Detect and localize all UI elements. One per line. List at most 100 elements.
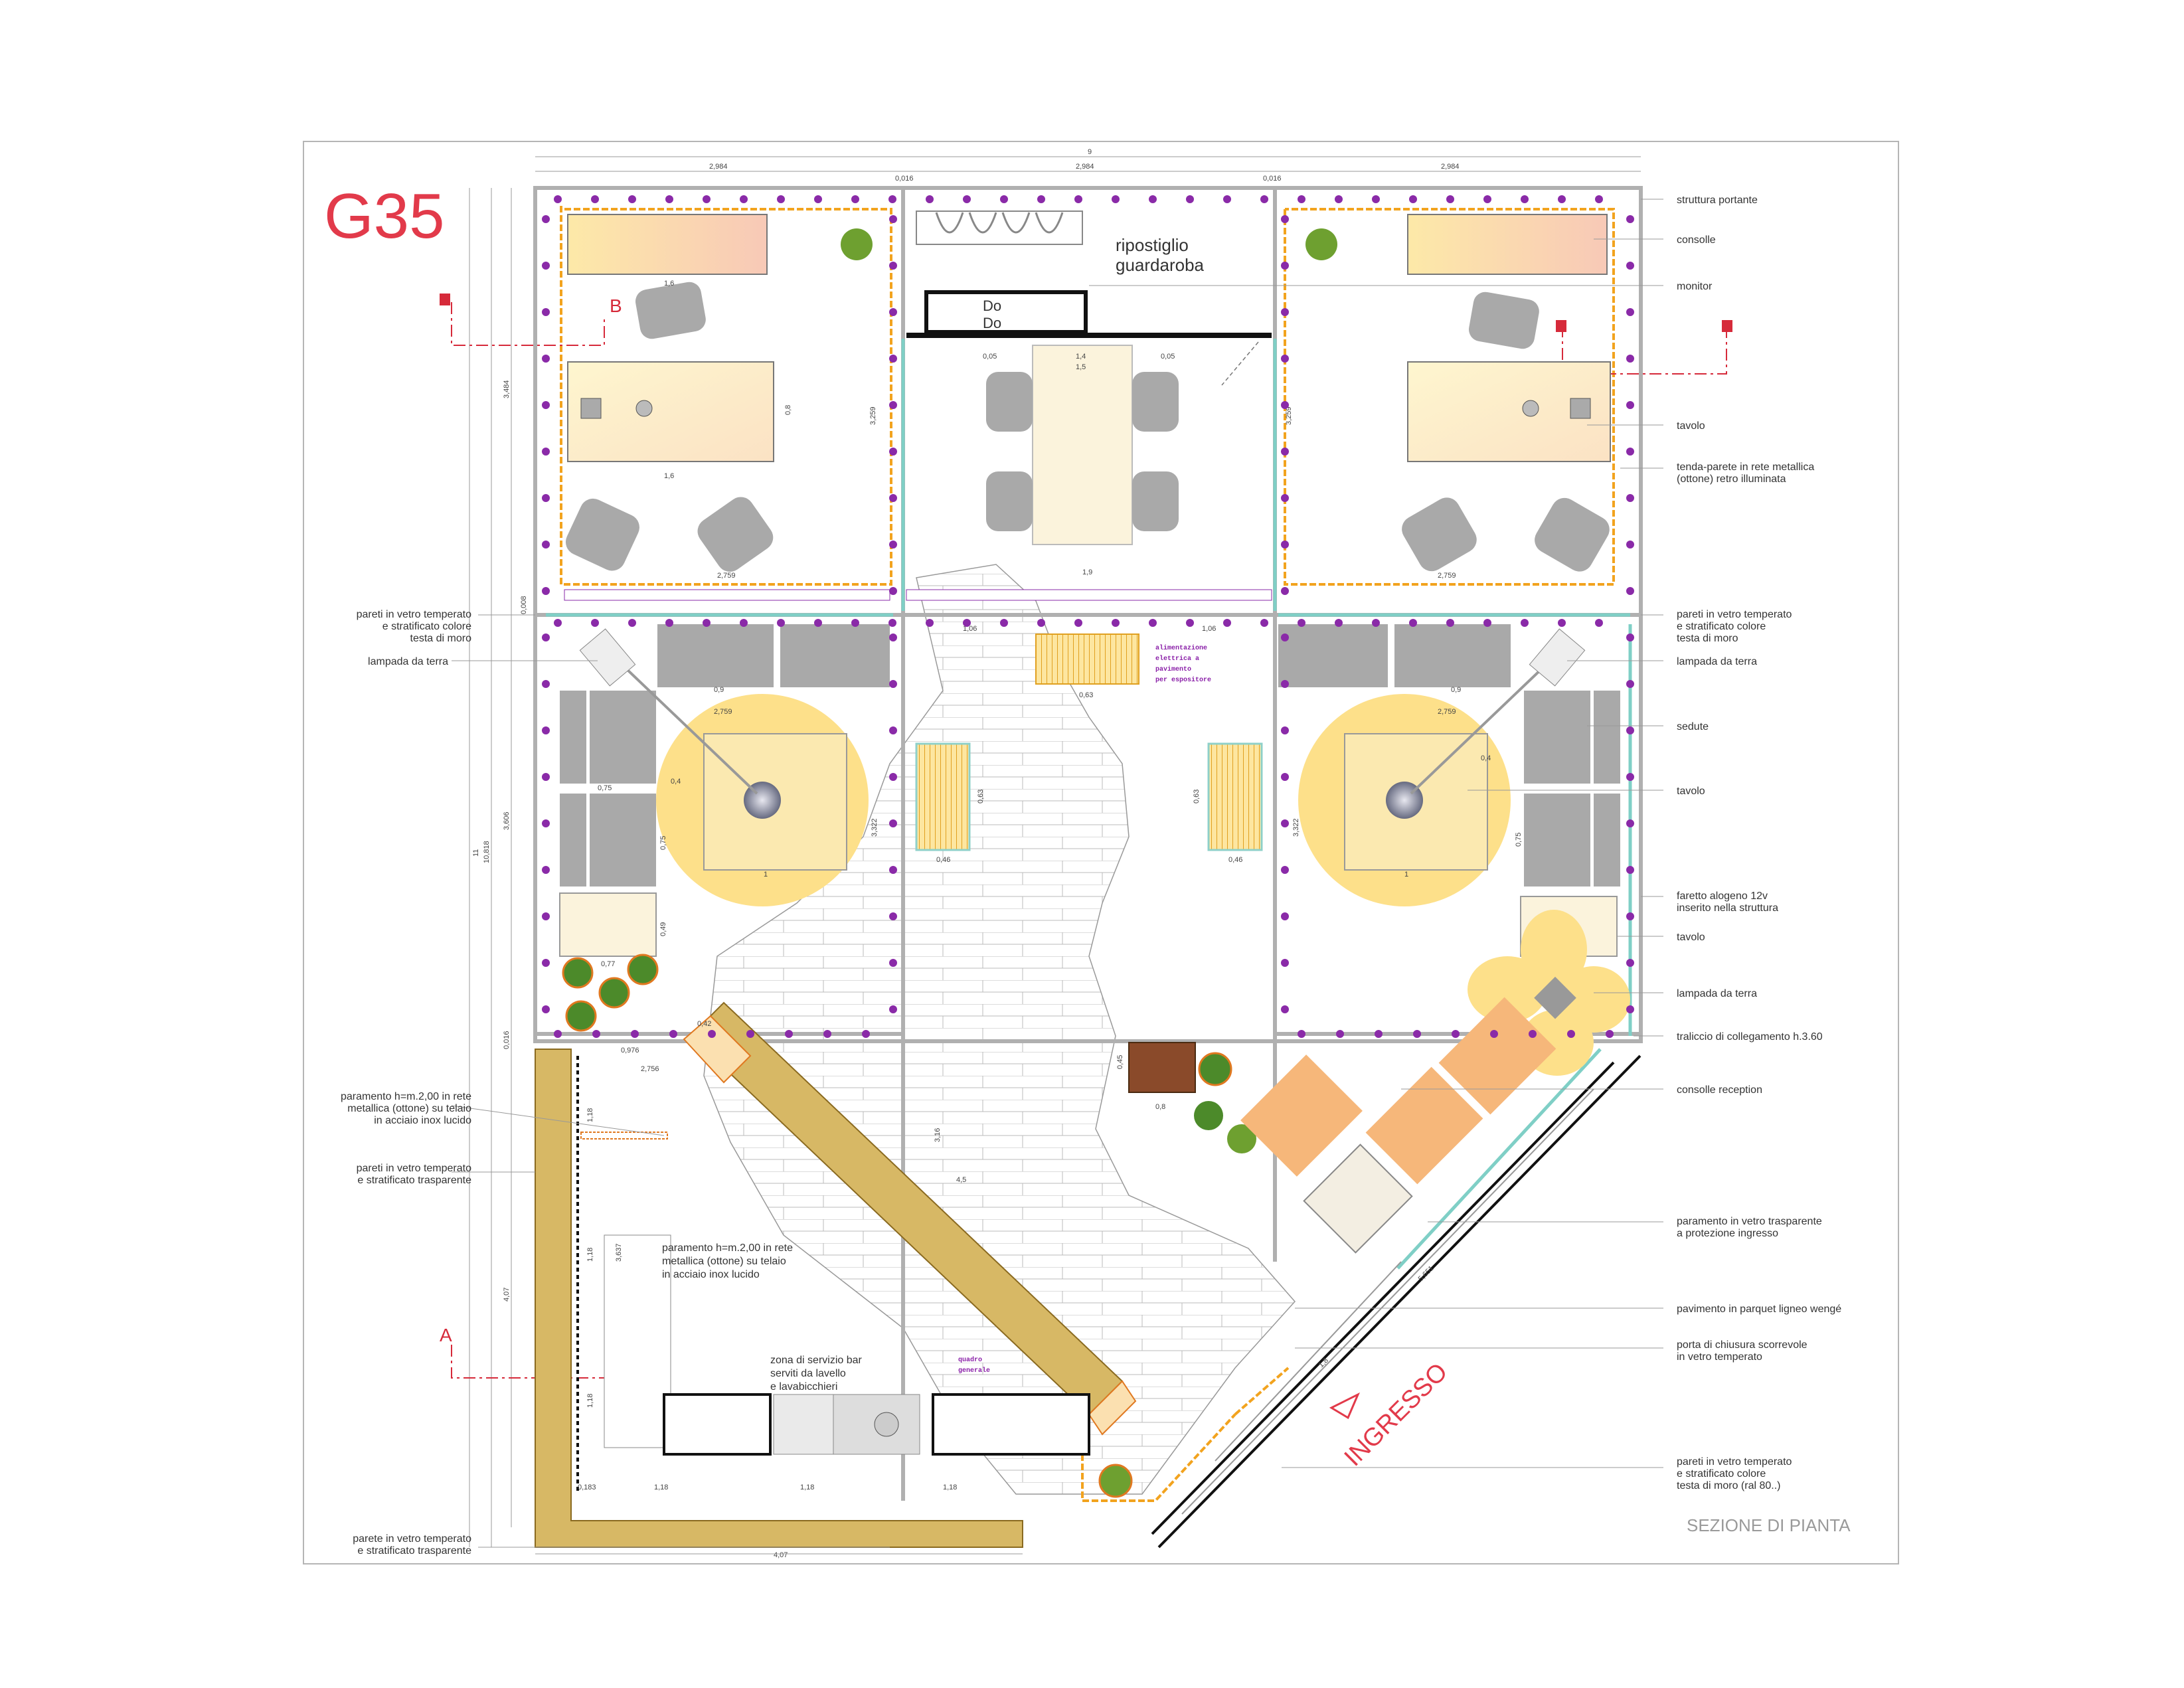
- storage-label-2: guardaroba: [1116, 255, 1205, 275]
- bar-sink-basin: [874, 1412, 899, 1437]
- chair-right-top: [1469, 292, 1539, 349]
- dim-bar-a-2: 1,18: [586, 1248, 594, 1262]
- structure-post: [1606, 1030, 1614, 1038]
- plant-reception-1: [1198, 1052, 1232, 1086]
- legend-right-5a: pareti in vetro temperato: [1677, 609, 1792, 620]
- structure-post: [1626, 215, 1634, 223]
- structure-post: [542, 308, 550, 316]
- dim-reception: 0,8: [1155, 1103, 1165, 1111]
- dim-left-f: 0,008: [520, 596, 528, 614]
- structure-post: [1626, 587, 1634, 595]
- dim-063-center: 0,63: [1079, 691, 1093, 699]
- dim-top-total: 9: [1088, 148, 1092, 156]
- structure-post: [1281, 1005, 1289, 1013]
- seat-right-1: [1278, 624, 1388, 687]
- structure-post: [554, 1030, 562, 1038]
- reception-console-1: [1240, 1055, 1363, 1177]
- structure-post: [542, 262, 550, 270]
- legend-right-14a: paramento in vetro trasparente: [1677, 1216, 1822, 1227]
- structure-post: [542, 587, 550, 595]
- structure-post: [889, 680, 897, 688]
- dim-04-right: 0,4: [1481, 754, 1491, 762]
- legend-left-0a: pareti in vetro temperato: [357, 609, 472, 620]
- meeting-area: [986, 345, 1179, 545]
- structure-post: [1281, 494, 1289, 502]
- lamp-arm-left: [610, 653, 758, 795]
- structure-post: [740, 619, 748, 627]
- structure-post: [1298, 1030, 1305, 1038]
- structure-post: [1281, 401, 1289, 409]
- structure-post: [1626, 401, 1634, 409]
- meeting-chair-3: [1132, 372, 1179, 432]
- structure-post: [1595, 195, 1603, 203]
- structure-post: [542, 494, 550, 502]
- structure-post: [1595, 619, 1603, 627]
- section-label-a-left: A: [440, 1325, 452, 1345]
- legend-left-3b: e stratificato trasparente: [357, 1175, 471, 1186]
- legend-right-8: tavolo: [1677, 786, 1705, 797]
- structure-post: [1521, 195, 1529, 203]
- structure-post: [1409, 195, 1417, 203]
- structure-post: [851, 619, 859, 627]
- legend-right-6: lampada da terra: [1677, 656, 1757, 667]
- structure-post: [708, 1030, 716, 1038]
- seat-right-4: [1524, 794, 1590, 886]
- plant-lounge-4: [565, 1000, 597, 1032]
- legend-right-16b: in vetro temperato: [1677, 1351, 1762, 1363]
- structure-post: [889, 494, 897, 502]
- monitor-text-2: Do: [983, 315, 1001, 331]
- left-office: [565, 214, 873, 572]
- dim-sides-left: 0,05: [983, 353, 997, 361]
- dim-left-d: 4,07: [503, 1288, 511, 1302]
- dim-0976: 0,976: [621, 1047, 639, 1055]
- reception-cabinet: [1128, 1042, 1196, 1093]
- legend-right-4b: (ottone) retro illuminata: [1677, 473, 1786, 485]
- monitor-text-1: Do: [983, 297, 1001, 314]
- structure-post: [889, 541, 897, 549]
- structure-post: [542, 912, 550, 920]
- legend-right-13: consolle reception: [1677, 1084, 1762, 1096]
- legend-right-7: sedute: [1677, 721, 1709, 732]
- structure-post: [554, 619, 562, 627]
- meeting-chair-4: [1132, 471, 1179, 531]
- structure-post: [1452, 1030, 1460, 1038]
- power-display: [1035, 633, 1139, 685]
- structure-post: [542, 1005, 550, 1013]
- bar-fridge: [663, 1393, 772, 1456]
- dim-top-seg-2: 0,016: [895, 175, 914, 183]
- dim-top-seg-3: 2,984: [1076, 163, 1094, 171]
- legend-right-11: lampada da terra: [1677, 988, 1757, 999]
- structure-post: [1223, 619, 1231, 627]
- dim-left-total: 11: [472, 849, 480, 857]
- chair-left-bl: [565, 498, 639, 571]
- structure-post: [1281, 819, 1289, 827]
- bar-panel-label-2: metallica (ottone) su telaio: [662, 1256, 786, 1267]
- legend-right-12: traliccio di collegamento h.3.60: [1677, 1031, 1823, 1043]
- legend-left-4a: parete in vetro temperato: [353, 1533, 471, 1545]
- reception-console-3: [1438, 997, 1556, 1115]
- structure-post: [888, 619, 896, 627]
- dim-bar-a-4: 1,18: [654, 1483, 668, 1491]
- storage-room: [916, 211, 1083, 245]
- structure-post: [889, 726, 897, 734]
- display-stand-left: [915, 742, 971, 851]
- structure-post: [1281, 262, 1289, 270]
- dim-075-v-right: 0,75: [1515, 833, 1523, 847]
- structure-post: [814, 619, 822, 627]
- structure-post: [1626, 773, 1634, 781]
- chair-left-br: [697, 497, 774, 572]
- lamp-base-right: [1522, 400, 1539, 417]
- brass-curtains: [560, 206, 1615, 1502]
- structure-post: [542, 959, 550, 967]
- structure-post: [542, 355, 550, 363]
- dim-0042: 0,42: [697, 1020, 711, 1028]
- structure-post: [1149, 195, 1157, 203]
- structure-post: [889, 215, 897, 223]
- structure-post: [785, 1030, 793, 1038]
- legend-left-3a: pareti in vetro temperato: [357, 1163, 472, 1174]
- dim-sides-right: 0,05: [1161, 353, 1175, 361]
- structure-post: [1529, 1030, 1537, 1038]
- structure-posts: [542, 195, 1634, 1038]
- structure-post: [628, 619, 636, 627]
- seat-left-4: [590, 794, 656, 886]
